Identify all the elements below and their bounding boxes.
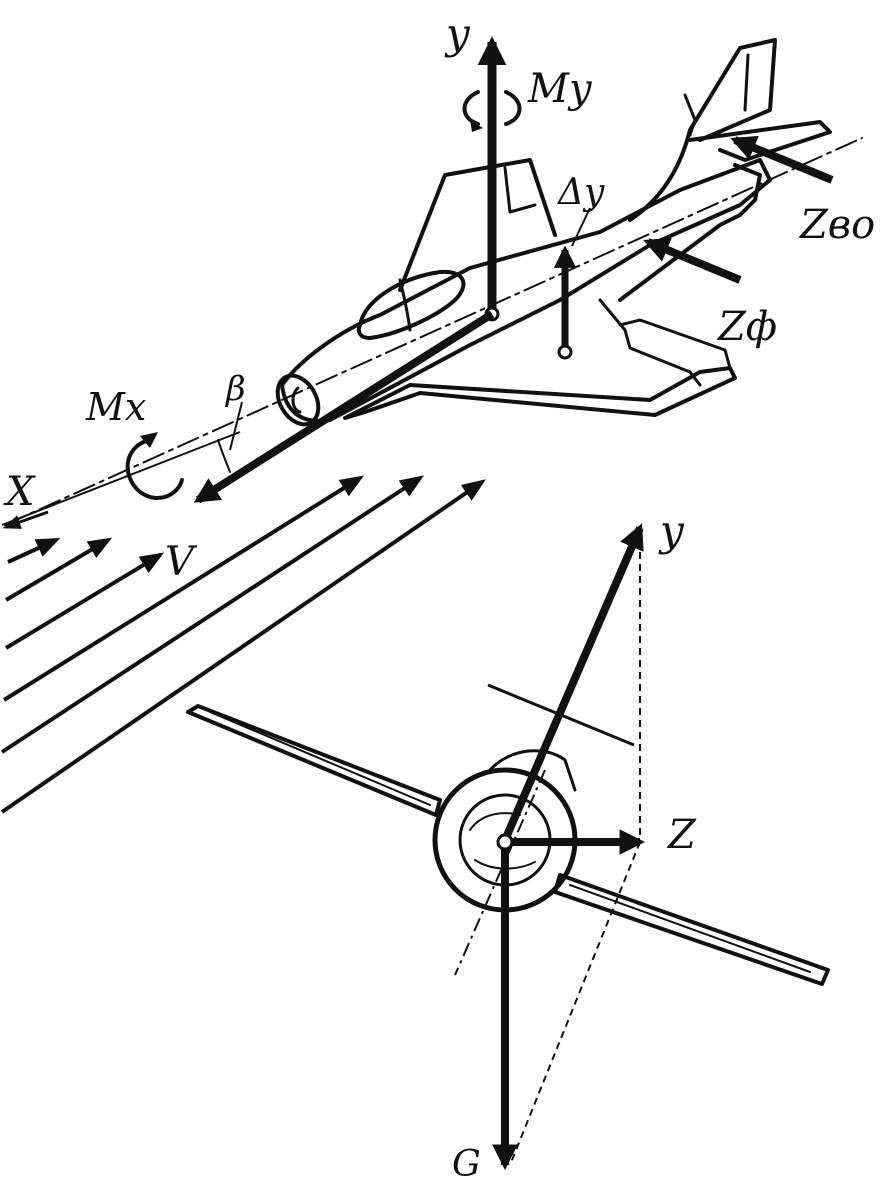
delta-y-origin: [557, 344, 573, 360]
streamline-5: [0, 475, 425, 754]
my-rotation-icon: [462, 90, 522, 126]
ventral-fin: [618, 163, 762, 302]
z-tail-arrow: [730, 135, 834, 184]
label-v: V: [165, 539, 198, 585]
y-lift-arrow: [501, 523, 644, 842]
streamline-6: [0, 479, 486, 814]
streamline-1: [7, 538, 61, 564]
aileron-line: [688, 370, 702, 387]
streamline-4: [2, 475, 365, 702]
longitudinal-axis: [4, 137, 863, 526]
nose-cowl: [275, 373, 321, 427]
label-y-bottom: y: [658, 506, 685, 555]
z-fuselage-arrow: [643, 237, 742, 284]
airflow-streamlines: [0, 475, 486, 814]
pylon: [398, 158, 557, 292]
tail-fin: [628, 38, 777, 222]
beta-angle-arc: [217, 439, 231, 473]
wing-root: [598, 298, 627, 332]
canopy: [356, 269, 466, 340]
beta-leader: [229, 401, 243, 451]
canted-axis: [454, 769, 546, 976]
left-wing-inner: [209, 711, 431, 806]
fuselage-outline: [280, 158, 772, 423]
mx-rotation-icon: [125, 438, 184, 500]
fin-top: [488, 749, 577, 792]
front-view-cg: [496, 833, 514, 851]
x-axis-arrow: [193, 310, 495, 504]
label-beta: β: [224, 369, 246, 409]
mx-rotation-arrowhead: [140, 432, 158, 448]
right-wing-inner: [569, 884, 811, 973]
tail-fin-rudder: [743, 53, 750, 112]
dashed-z-to-g: [509, 841, 641, 1166]
label-x: X: [3, 469, 36, 515]
aircraft-side-view: [1, 36, 863, 529]
label-z-vo: Zво: [798, 202, 875, 248]
wing-flap: [618, 318, 732, 374]
label-z: Z: [666, 812, 697, 858]
spinner: [291, 386, 302, 414]
labels: y My Δy Zво Zф Mx β X V y Z G: [3, 9, 875, 1185]
delta-y-leader: [571, 207, 591, 247]
label-g: G: [452, 1144, 481, 1185]
label-y-top: y: [444, 9, 471, 58]
label-z-f: Zф: [716, 304, 777, 350]
x-small-arrow: [2, 510, 49, 529]
wing: [343, 366, 737, 420]
streamline-3: [4, 552, 165, 650]
label-mx: Mx: [85, 385, 146, 429]
relative-wind-line: [1, 431, 241, 526]
label-my: My: [527, 66, 593, 112]
label-delta-y: Δy: [556, 172, 605, 213]
my-rotation-arrowhead: [470, 120, 483, 132]
pylon-detail: [503, 166, 537, 214]
tail-fin-base: [683, 93, 697, 137]
left-wing: [186, 704, 442, 817]
aircraft-front-view: [186, 523, 830, 1171]
streamline-2: [4, 537, 113, 602]
